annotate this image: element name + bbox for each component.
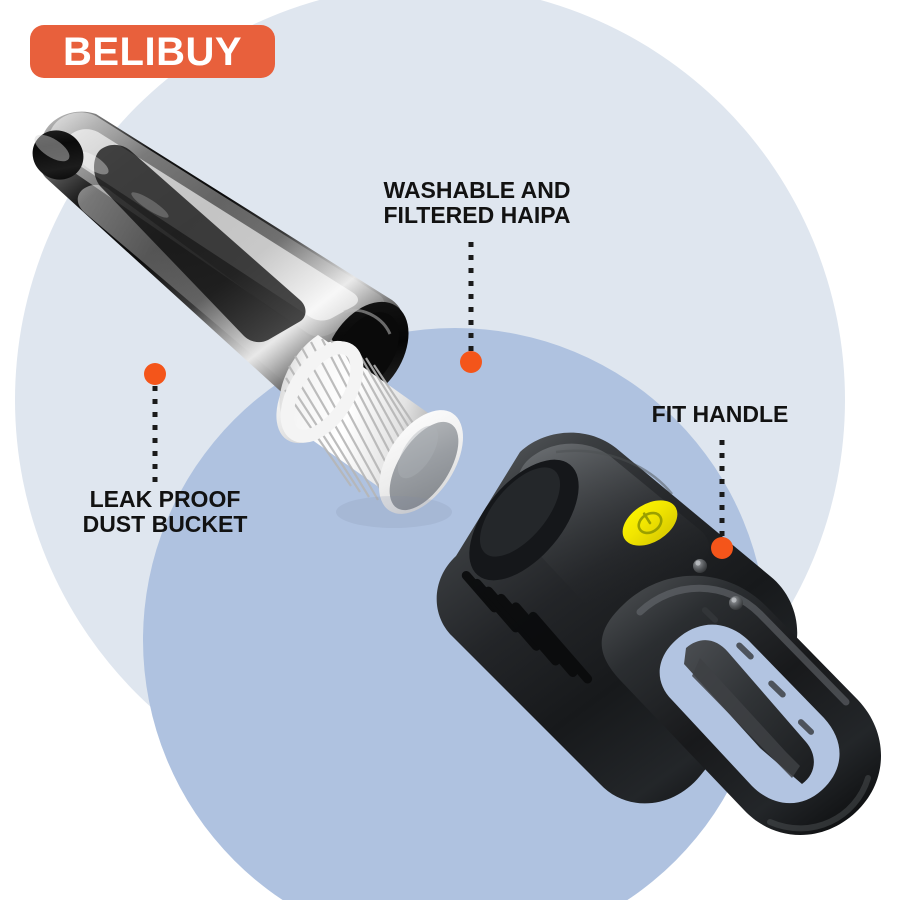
callout-label-leak-line2: DUST BUCKET [82,510,248,537]
filter-end-cap [389,421,459,511]
callout-label-fit-line1: FIT HANDLE [651,401,789,427]
vacuum-body-assembly [436,432,882,836]
callout-label-hepa-line1: WASHABLE AND [383,177,571,203]
body-front-cap-inner [479,467,561,557]
callout-leak-proof-dust-bucket: LEAK PROOF DUST BUCKET [50,487,280,537]
cone-rear-cap [32,130,84,180]
filter-shadow [336,496,452,528]
vent-slots [461,570,593,684]
filter-end-cap-gloss [397,425,439,479]
callout-label-hepa-line2: FILTERED HAIPA [383,201,571,228]
housing-seam [555,449,673,495]
cone-rear-cap-gloss [34,134,70,162]
callout-dot-hepa [460,351,482,373]
brand-logo-text: BELIBUY [62,29,243,74]
dust-bucket-cone [32,111,409,403]
cone-gloss-2 [131,192,169,218]
callout-dot-fit [711,537,733,559]
grip-bar-highlight [692,658,800,778]
cone-mouth-rim-gloss [343,308,392,335]
callout-dot-leak [144,363,166,385]
brand-logo-badge: BELIBUY [30,25,275,78]
handle-edge-highlight [636,584,850,706]
led-1-gloss [695,560,701,566]
filter-collar [280,341,364,443]
power-icon [637,511,663,535]
cone-tip-gloss [77,151,109,175]
handle-lower-gloss [767,775,871,832]
led-2-gloss [731,597,737,603]
handle-grip-ribs [701,607,815,735]
cone-core-shadow [94,144,306,343]
callout-fit-handle: FIT HANDLE [620,402,820,427]
callout-label-leak-line1: LEAK PROOF [89,486,241,512]
callout-washable-filtered-hepa: WASHABLE AND FILTERED HAIPA [352,178,602,228]
hepa-filter [276,335,463,528]
